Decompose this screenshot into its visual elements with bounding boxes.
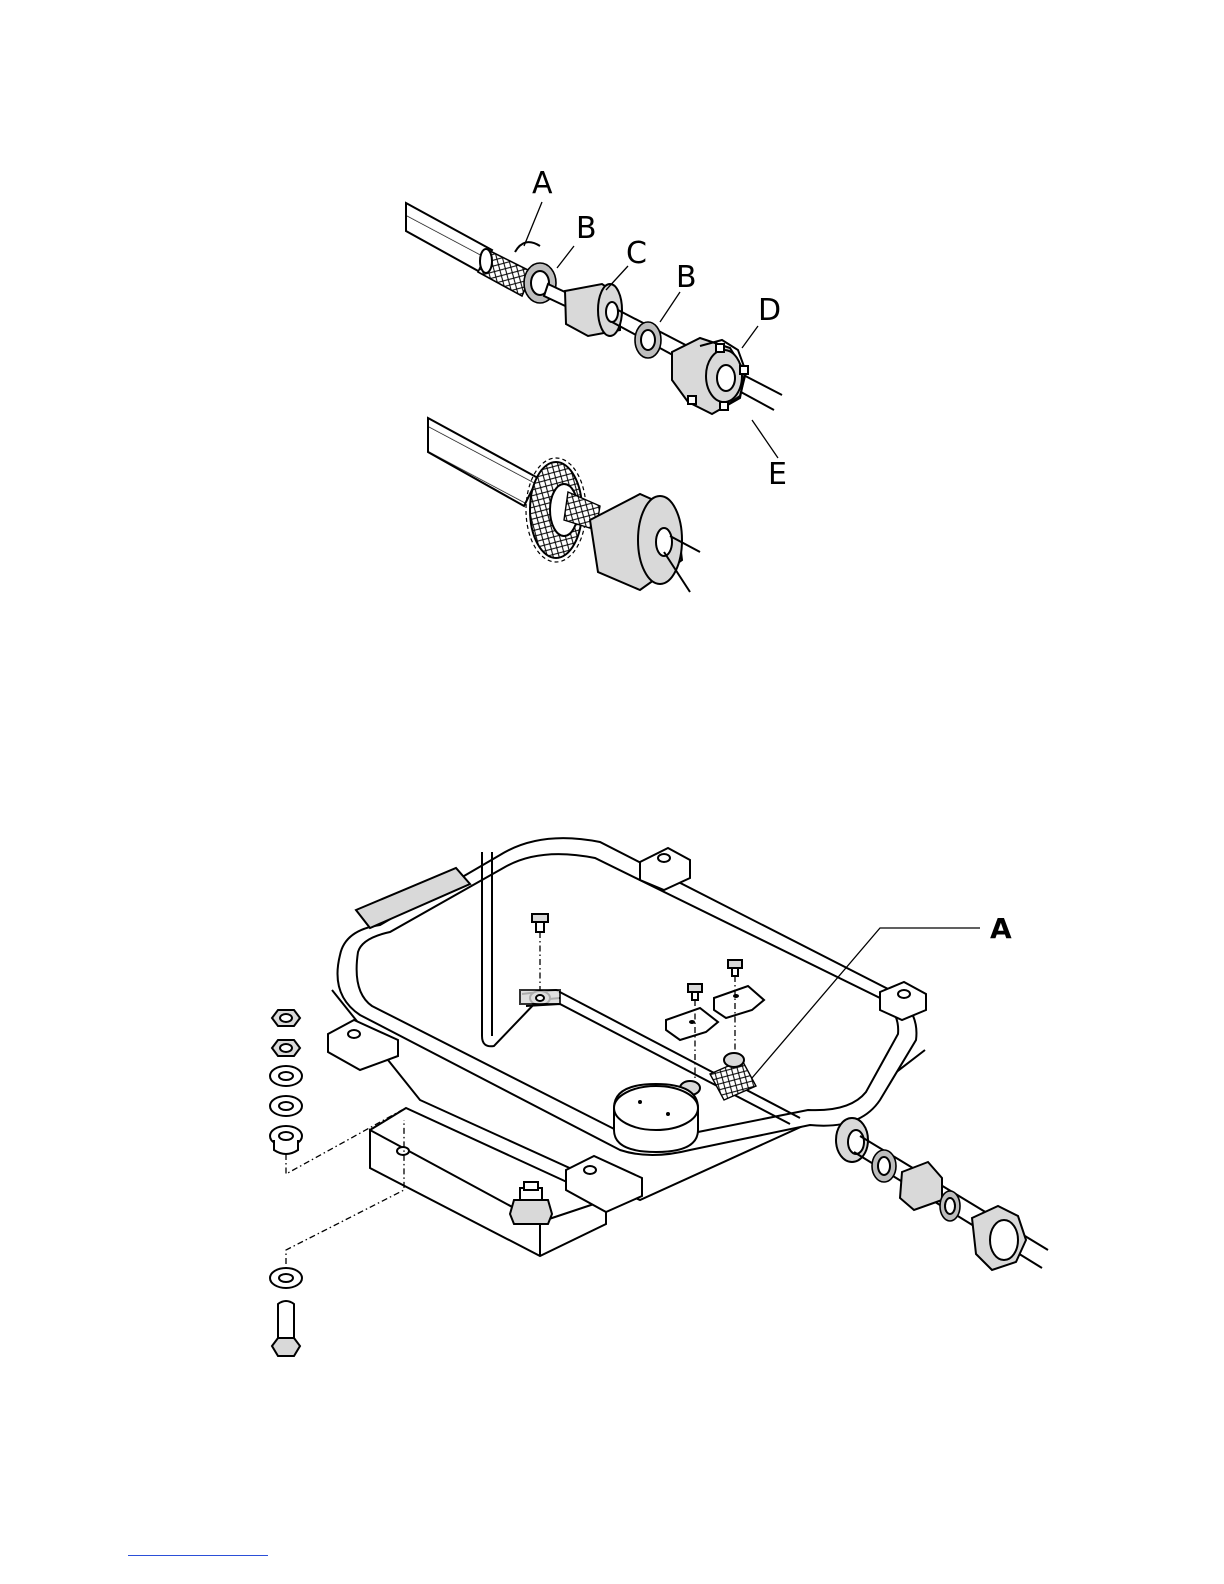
split-lock-washer	[270, 1066, 302, 1086]
label-e: E	[768, 457, 787, 492]
label-d: D	[758, 293, 781, 328]
hex-nut-2	[272, 1040, 300, 1056]
washer-b-second	[635, 322, 661, 358]
bottom-washer	[270, 1268, 302, 1288]
label-a-bottom: A	[990, 912, 1012, 945]
folded-bushing	[590, 494, 682, 590]
hex-bolt	[272, 1301, 300, 1356]
flanged-washer	[270, 1126, 302, 1154]
rubber-bushing-c	[565, 284, 622, 336]
exterior-cable-gland	[836, 1118, 1048, 1270]
round-sensor-cap	[614, 1084, 698, 1152]
label-b-first: B	[576, 211, 597, 246]
braid-folded-diagram	[428, 418, 700, 592]
footer-link-underline[interactable]	[128, 1555, 268, 1556]
label-c: C	[626, 236, 647, 271]
hex-nut-1	[272, 1010, 300, 1026]
enclosure-assembly-diagram: A	[270, 838, 1048, 1356]
label-a-top: A	[532, 166, 553, 201]
label-b-second: B	[676, 260, 697, 295]
flat-washer	[270, 1096, 302, 1116]
cable-clamp	[520, 990, 560, 1005]
gland-nut-d	[672, 338, 748, 414]
